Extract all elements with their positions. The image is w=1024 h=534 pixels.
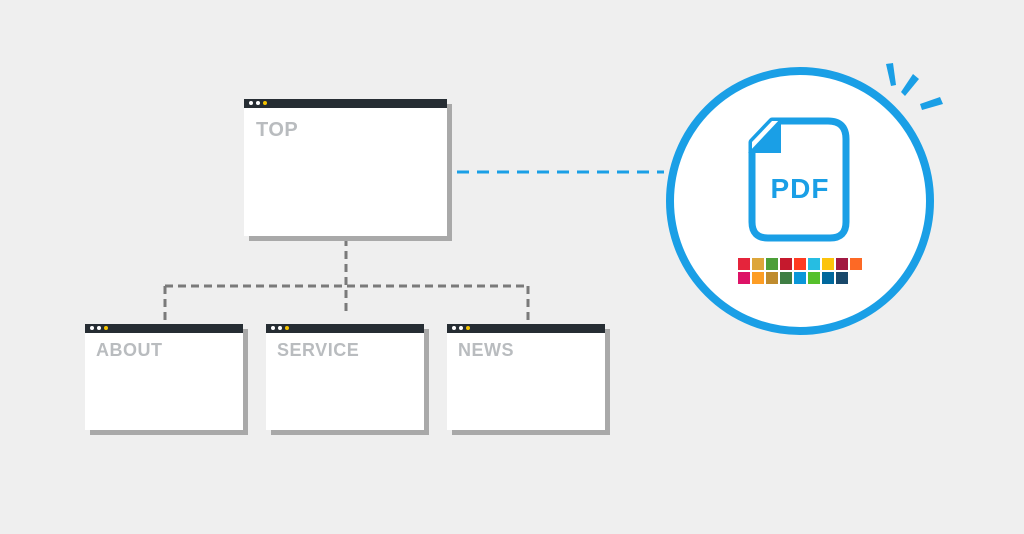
window-dot — [263, 101, 267, 105]
color-tile — [752, 272, 764, 284]
color-tile — [822, 258, 834, 270]
color-tile — [850, 258, 862, 270]
pdf-file-icon — [748, 117, 850, 242]
page-window-about: ABOUT — [85, 324, 243, 430]
page-window-service: SERVICE — [266, 324, 424, 430]
color-tile — [808, 258, 820, 270]
color-tile — [752, 258, 764, 270]
page-label-news: NEWS — [458, 340, 514, 360]
color-tile — [766, 272, 778, 284]
color-tile — [738, 272, 750, 284]
window-dot — [104, 326, 108, 330]
color-tile — [780, 258, 792, 270]
color-tile — [738, 258, 750, 270]
page-window-news: NEWS — [447, 324, 605, 430]
window-dot — [278, 326, 282, 330]
window-dot — [271, 326, 275, 330]
page-label-service: SERVICE — [277, 340, 360, 360]
color-tile — [836, 258, 848, 270]
window-titlebar — [266, 324, 424, 333]
color-tile — [780, 272, 792, 284]
color-tile — [794, 272, 806, 284]
window-dot — [452, 326, 456, 330]
color-tile — [808, 272, 820, 284]
window-titlebar — [85, 324, 243, 333]
page-label-top: TOP — [256, 119, 299, 141]
page-window-top: TOP — [244, 99, 447, 236]
color-tile — [822, 272, 834, 284]
window-dot — [249, 101, 253, 105]
window-dot — [285, 326, 289, 330]
pdf-label: PDF — [770, 173, 830, 204]
color-tiles — [738, 258, 862, 284]
window-dot — [256, 101, 260, 105]
window-titlebar — [244, 99, 447, 108]
page-label-about: ABOUT — [96, 340, 163, 360]
window-titlebar — [447, 324, 605, 333]
window-dot — [97, 326, 101, 330]
color-tile — [794, 258, 806, 270]
emphasis-marks — [886, 63, 943, 110]
color-tile — [836, 272, 848, 284]
window-dot — [459, 326, 463, 330]
window-dot — [90, 326, 94, 330]
color-tile — [766, 258, 778, 270]
window-dot — [466, 326, 470, 330]
